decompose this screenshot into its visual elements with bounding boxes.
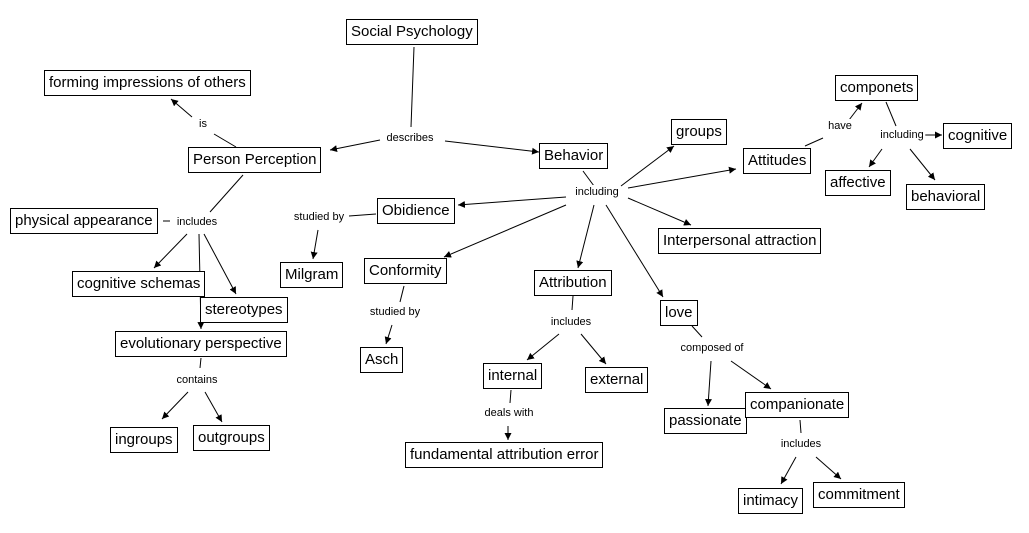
node-cognitive[interactable]: cognitive	[943, 123, 1013, 149]
link-label-contains[interactable]: contains	[174, 373, 220, 387]
edge-including-attribution	[576, 204, 595, 269]
node-companionate[interactable]: companionate	[745, 392, 850, 418]
edge-including-attitudes	[627, 166, 737, 189]
node-fundamental-attribution-error[interactable]: fundamental attribution error	[405, 442, 604, 468]
edge-conformity-studied-by	[399, 285, 405, 303]
node-asch[interactable]: Asch	[360, 347, 404, 373]
edge-including-groups	[620, 145, 675, 187]
edge-social-psychology-describes	[410, 46, 415, 128]
edge-person-perception-is	[213, 133, 237, 148]
link-label-have[interactable]: have	[826, 119, 854, 133]
node-cognitive-schemas[interactable]: cognitive schemas	[72, 271, 206, 297]
edge-studied-by-milgram	[310, 229, 319, 260]
link-label-is[interactable]: is	[197, 117, 209, 131]
node-physical-appearance[interactable]: physical appearance	[10, 208, 158, 234]
edge-including-behavioral	[909, 148, 936, 181]
node-social-psychology[interactable]: Social Psychology	[346, 19, 478, 45]
node-affective[interactable]: affective	[825, 170, 891, 196]
edge-includes-cognitive-schemas	[153, 233, 188, 269]
link-label-describes[interactable]: describes	[384, 131, 436, 145]
node-passionate[interactable]: passionate	[664, 408, 747, 434]
link-label-including[interactable]: including	[878, 128, 926, 142]
link-label-including[interactable]: including	[573, 185, 621, 199]
edge-includes-internal	[526, 333, 560, 361]
edge-composed-of-companionate	[730, 360, 772, 390]
edge-attribution-includes	[571, 295, 574, 311]
node-evolutionary-perspective[interactable]: evolutionary perspective	[115, 331, 287, 357]
node-forming-impressions[interactable]: forming impressions of others	[44, 70, 251, 96]
node-intimacy[interactable]: intimacy	[738, 488, 804, 514]
node-internal[interactable]: internal	[483, 363, 543, 389]
node-commitment[interactable]: commitment	[813, 482, 905, 508]
edge-includes-stereotypes	[203, 233, 237, 295]
edge-is-forming-impressions	[170, 98, 193, 118]
edge-attitudes-have	[804, 137, 824, 147]
link-label-includes[interactable]: includes	[778, 437, 824, 451]
edge-including-affective	[868, 148, 883, 168]
edge-describes-behavior	[444, 140, 540, 155]
link-label-composed-of[interactable]: composed of	[678, 341, 746, 355]
edge-componets-including	[885, 101, 897, 127]
node-groups[interactable]: groups	[671, 119, 727, 145]
edge-contains-ingroups	[161, 391, 189, 420]
edge-internal-deals-with	[509, 389, 512, 404]
node-milgram[interactable]: Milgram	[280, 262, 344, 288]
link-label-includes[interactable]: includes	[174, 215, 220, 229]
edge-person-perception-includes	[209, 174, 244, 213]
edge-includes-external	[580, 333, 607, 365]
edge-obidience-studied-by	[348, 213, 377, 217]
edge-composed-of-passionate	[704, 360, 712, 407]
edge-love-composed-of	[691, 325, 703, 338]
edge-evolutionary-perspective-contains	[199, 357, 202, 369]
node-love[interactable]: love	[660, 300, 698, 326]
node-attribution[interactable]: Attribution	[534, 270, 612, 296]
edge-have-componets	[848, 102, 863, 121]
edge-describes-person-perception	[329, 139, 381, 153]
node-obidience[interactable]: Obidience	[377, 198, 455, 224]
edge-companionate-includes	[799, 419, 802, 434]
node-ingroups[interactable]: ingroups	[110, 427, 178, 453]
link-label-deals-with[interactable]: deals with	[482, 406, 536, 420]
node-external[interactable]: external	[585, 367, 649, 393]
node-interpersonal-attraction[interactable]: Interpersonal attraction	[658, 228, 822, 254]
link-label-studied-by[interactable]: studied by	[367, 305, 423, 319]
node-conformity[interactable]: Conformity	[364, 258, 447, 284]
edge-including-conformity	[443, 204, 567, 258]
edge-includes-commitment	[815, 456, 842, 480]
edge-including-obidience	[457, 196, 567, 208]
edge-studied-by-asch	[384, 324, 393, 345]
edge-including-interpersonal-attraction	[627, 197, 692, 226]
node-componets[interactable]: componets	[835, 75, 919, 101]
edge-including-love	[605, 204, 664, 298]
edge-behavior-including	[582, 170, 595, 187]
node-behavior[interactable]: Behavior	[539, 143, 609, 169]
node-attitudes[interactable]: Attitudes	[743, 148, 812, 174]
node-stereotypes[interactable]: stereotypes	[200, 297, 288, 323]
link-label-studied-by[interactable]: studied by	[291, 210, 347, 224]
node-behavioral[interactable]: behavioral	[906, 184, 986, 210]
link-label-includes[interactable]: includes	[548, 315, 594, 329]
node-person-perception[interactable]: Person Perception	[188, 147, 322, 173]
edge-contains-outgroups	[204, 391, 223, 423]
node-outgroups[interactable]: outgroups	[193, 425, 270, 451]
edge-includes-intimacy	[780, 456, 797, 485]
